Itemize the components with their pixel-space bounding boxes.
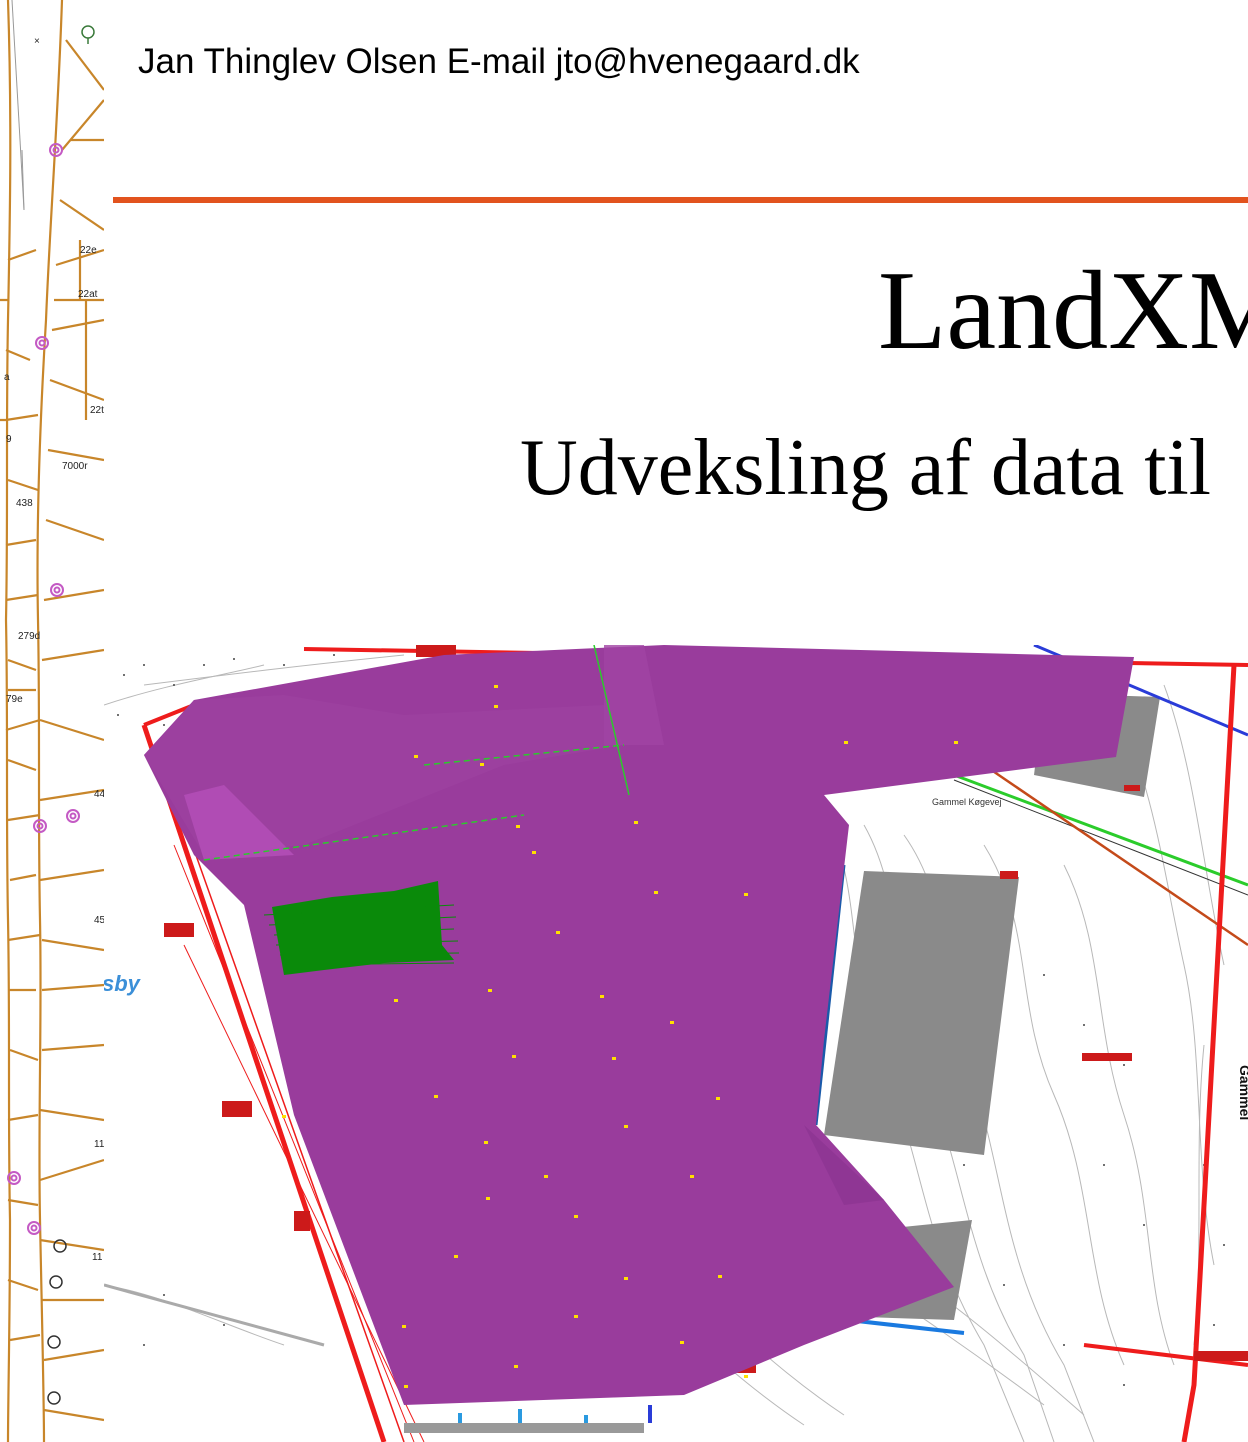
slide-title: LandXM: [878, 249, 1248, 373]
survey-point-markers: [7, 143, 80, 1235]
parcel-label: 279d: [18, 631, 40, 642]
cadastral-map-strip: × 22e 22at 22t 7000r 438 279d 79e 44 45 …: [0, 0, 104, 1442]
slide-subtitle: Udveksling af data til: [520, 424, 1211, 512]
parcel-label: 11: [92, 1252, 103, 1263]
parcel-label: a: [4, 372, 10, 383]
parcel-label: 79e: [6, 694, 23, 705]
parcel-label: 7000r: [62, 461, 88, 472]
black-point-markers: [47, 1239, 67, 1405]
survey-markers: [282, 685, 958, 1388]
parcel-label: 45: [94, 915, 104, 926]
parcel-label: 22at: [78, 289, 98, 300]
parcel-label: 438: [16, 498, 33, 509]
terrain-surface-map: sby Gammel Køgevej Gammel: [104, 645, 1248, 1442]
parcel-labels: 22e 22at 22t 7000r 438 279d 79e 44 45 11…: [4, 245, 104, 1263]
road-name-label: Gammel: [1237, 1065, 1248, 1120]
place-label: sby: [104, 971, 142, 996]
parcel-boundaries: [0, 0, 104, 1442]
red-markers: [164, 645, 1248, 1373]
bottom-utility-markers: [404, 1405, 652, 1433]
parcel-label: 9: [6, 434, 12, 445]
parcel-label: 11: [94, 1139, 104, 1150]
street-label: Gammel Køgevej: [932, 797, 1002, 807]
terrain-surface: [144, 645, 1134, 1405]
author-contact-line: Jan Thinglev Olsen E-mail jto@hvenegaard…: [138, 42, 860, 81]
terrain-point-cloud: [263, 881, 460, 975]
header-divider: [113, 197, 1248, 203]
parcel-label: 44: [94, 789, 104, 800]
cross-mark: ×: [34, 36, 40, 47]
parcel-label: 22e: [80, 245, 97, 256]
parcel-label: 22t: [90, 405, 104, 416]
tree-icon: [81, 25, 95, 44]
